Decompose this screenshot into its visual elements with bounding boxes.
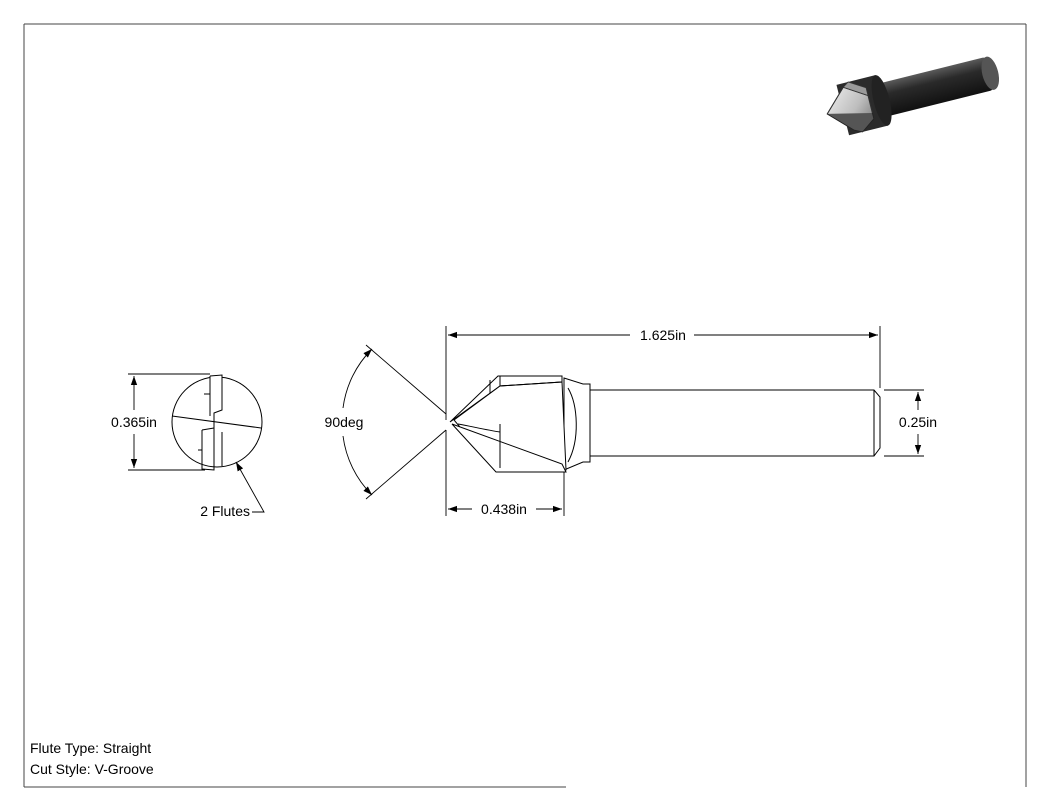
flute-length-dimension: [445, 430, 565, 516]
overall-length-dimension: [445, 326, 881, 420]
cutting-diameter-label: 0.365in: [111, 414, 157, 430]
overall-length-label: 1.625in: [640, 327, 686, 343]
angle-label: 90deg: [325, 414, 364, 430]
shank-diameter-label: 0.25in: [899, 414, 937, 430]
cutting-diameter-dimension: [128, 373, 210, 471]
flute-length-label: 0.438in: [481, 501, 527, 517]
side-view: [449, 375, 881, 473]
flutes-leader: [235, 461, 265, 513]
flutes-label: 2 Flutes: [200, 503, 250, 519]
flute-type-note: Flute Type: Straight: [30, 740, 152, 756]
angle-dimension: [342, 344, 447, 500]
cut-style-note: Cut Style: V-Groove: [30, 761, 154, 777]
shank-diameter-dimension: [884, 389, 924, 457]
isometric-render: [826, 56, 1000, 136]
sheet-border: [23, 23, 1027, 788]
end-view: [171, 374, 263, 471]
